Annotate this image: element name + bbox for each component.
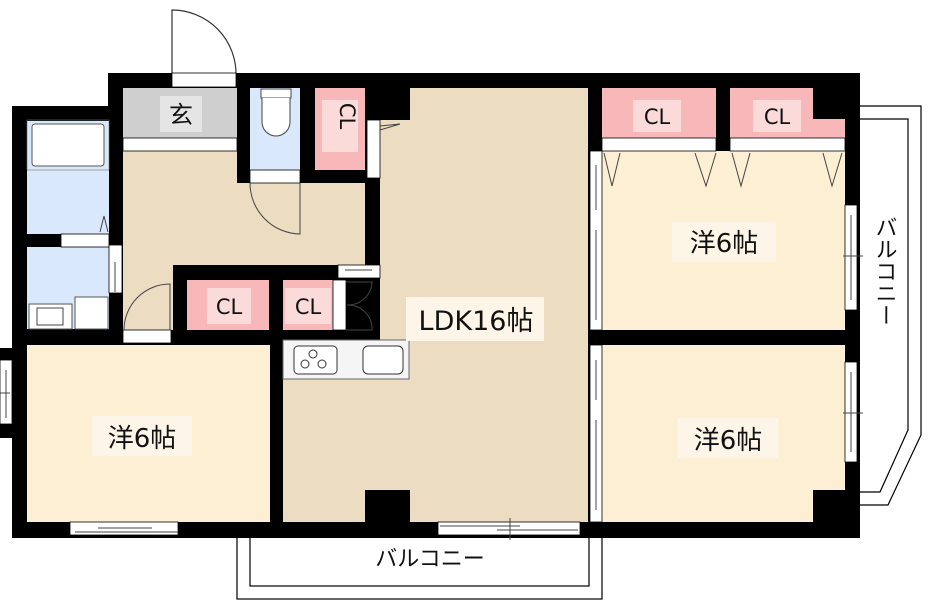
sliding-door-marks <box>0 165 863 540</box>
closet-top-right-a-label: CL <box>644 105 671 129</box>
room-top-right-label: 洋6帖 <box>690 229 759 259</box>
washbasin-icon <box>28 303 73 330</box>
door-swings <box>99 123 843 331</box>
room-bottom-right-label: 洋6帖 <box>694 426 763 456</box>
room-bottom-left-label: 洋6帖 <box>108 424 177 454</box>
stove-icon <box>293 345 338 375</box>
toilet-icon <box>260 88 292 137</box>
toilet-closet-label: CL <box>335 103 359 130</box>
balcony-east <box>856 105 922 506</box>
hallway-floor <box>123 151 365 330</box>
balcony-south <box>236 535 603 600</box>
closet-hall-left-label: CL <box>216 295 243 319</box>
closet-hall-right-label: CL <box>295 295 322 319</box>
ldk-label: LDK16帖 <box>419 306 534 337</box>
column-ldk-top <box>380 88 410 120</box>
sink-icon <box>362 345 404 375</box>
column-ldk-bottom <box>365 490 410 522</box>
balcony-east-label: バルコニー <box>872 216 897 326</box>
kitchen-counter <box>282 339 410 380</box>
washing-machine-icon <box>74 296 109 330</box>
column-room-bottom-right <box>813 490 845 522</box>
closet-top-right-b-label: CL <box>764 105 791 129</box>
genkan-label: 玄 <box>169 101 193 129</box>
entrance-door <box>171 9 237 77</box>
bathtub-icon <box>31 123 105 167</box>
balcony-south-label: バルコニー <box>375 547 485 572</box>
